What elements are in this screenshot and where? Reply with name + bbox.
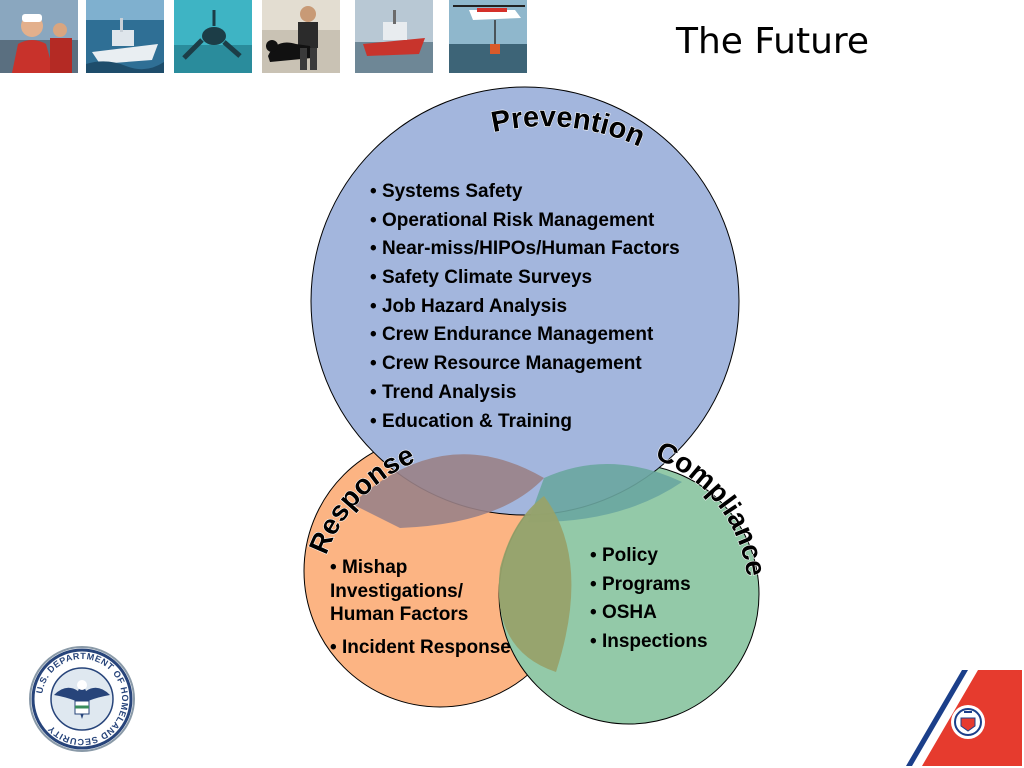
response-items: Mishap Investigations/ Human Factors Inc…	[330, 556, 511, 659]
prevention-item: Crew Resource Management	[370, 350, 680, 379]
diver-photo-icon	[174, 0, 252, 73]
dhs-seal-icon: U.S. DEPARTMENT OF HOMELAND SECURITY	[29, 646, 135, 752]
response-item: Mishap Investigations/ Human Factors	[330, 556, 511, 627]
compliance-item: Policy	[590, 542, 708, 571]
crew-photo-icon	[0, 0, 78, 73]
compliance-item: Programs	[590, 571, 708, 600]
prevention-response-overlap	[352, 454, 544, 528]
response-item: Incident Response	[330, 636, 511, 660]
prevention-items: Systems Safety Operational Risk Manageme…	[370, 178, 680, 436]
compliance-item: Inspections	[590, 628, 708, 657]
response-boat-photo-icon	[355, 0, 433, 73]
prevention-compliance-overlap	[528, 463, 682, 523]
compliance-items: Policy Programs OSHA Inspections	[590, 542, 708, 657]
compliance-item: OSHA	[590, 599, 708, 628]
prevention-item: Crew Endurance Management	[370, 321, 680, 350]
prevention-item: Systems Safety	[370, 178, 680, 207]
response-compliance-overlap	[498, 496, 572, 672]
slide-title: The Future	[676, 21, 870, 62]
coast-guard-racing-stripe-icon	[906, 670, 1022, 766]
helicopter-rescue-photo-icon	[449, 0, 527, 73]
photo-strip	[0, 0, 530, 74]
prevention-item: Safety Climate Surveys	[370, 264, 680, 293]
prevention-item: Job Hazard Analysis	[370, 293, 680, 322]
prevention-item: Trend Analysis	[370, 379, 680, 408]
k9-handler-photo-icon	[262, 0, 340, 73]
prevention-item: Education & Training	[370, 408, 680, 437]
prevention-item: Near-miss/HIPOs/Human Factors	[370, 235, 680, 264]
patrol-boat-photo-icon	[86, 0, 164, 73]
prevention-item: Operational Risk Management	[370, 207, 680, 236]
